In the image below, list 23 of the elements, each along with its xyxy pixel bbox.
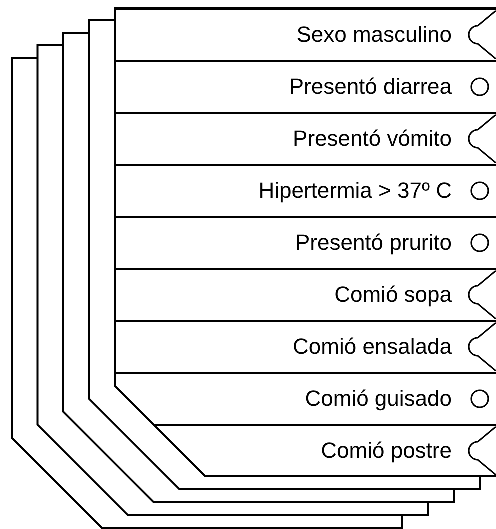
edge-notch <box>465 115 496 163</box>
field-label: Presentó vómito <box>293 126 452 152</box>
edge-notch <box>465 323 496 371</box>
edge-notch <box>465 11 496 59</box>
punched-hole <box>470 389 490 409</box>
edge-notch <box>465 271 496 319</box>
field-label: Presentó prurito <box>295 230 452 256</box>
card-row <box>115 112 496 164</box>
field-label: Hipertermia > 37º C <box>258 178 452 204</box>
field-label: Presentó diarrea <box>289 74 452 100</box>
card-row <box>115 8 496 60</box>
punched-hole <box>470 77 490 97</box>
punched-hole <box>470 181 490 201</box>
card-row <box>153 424 496 476</box>
field-label: Comió sopa <box>334 282 452 308</box>
field-label: Comió postre <box>321 438 452 464</box>
card-row <box>115 268 496 320</box>
punched-hole <box>470 233 490 253</box>
field-label: Comió ensalada <box>293 334 452 360</box>
edge-notch <box>465 427 496 475</box>
field-label: Comió guisado <box>305 386 452 412</box>
card-row <box>115 320 496 372</box>
field-label: Sexo masculino <box>296 22 452 48</box>
